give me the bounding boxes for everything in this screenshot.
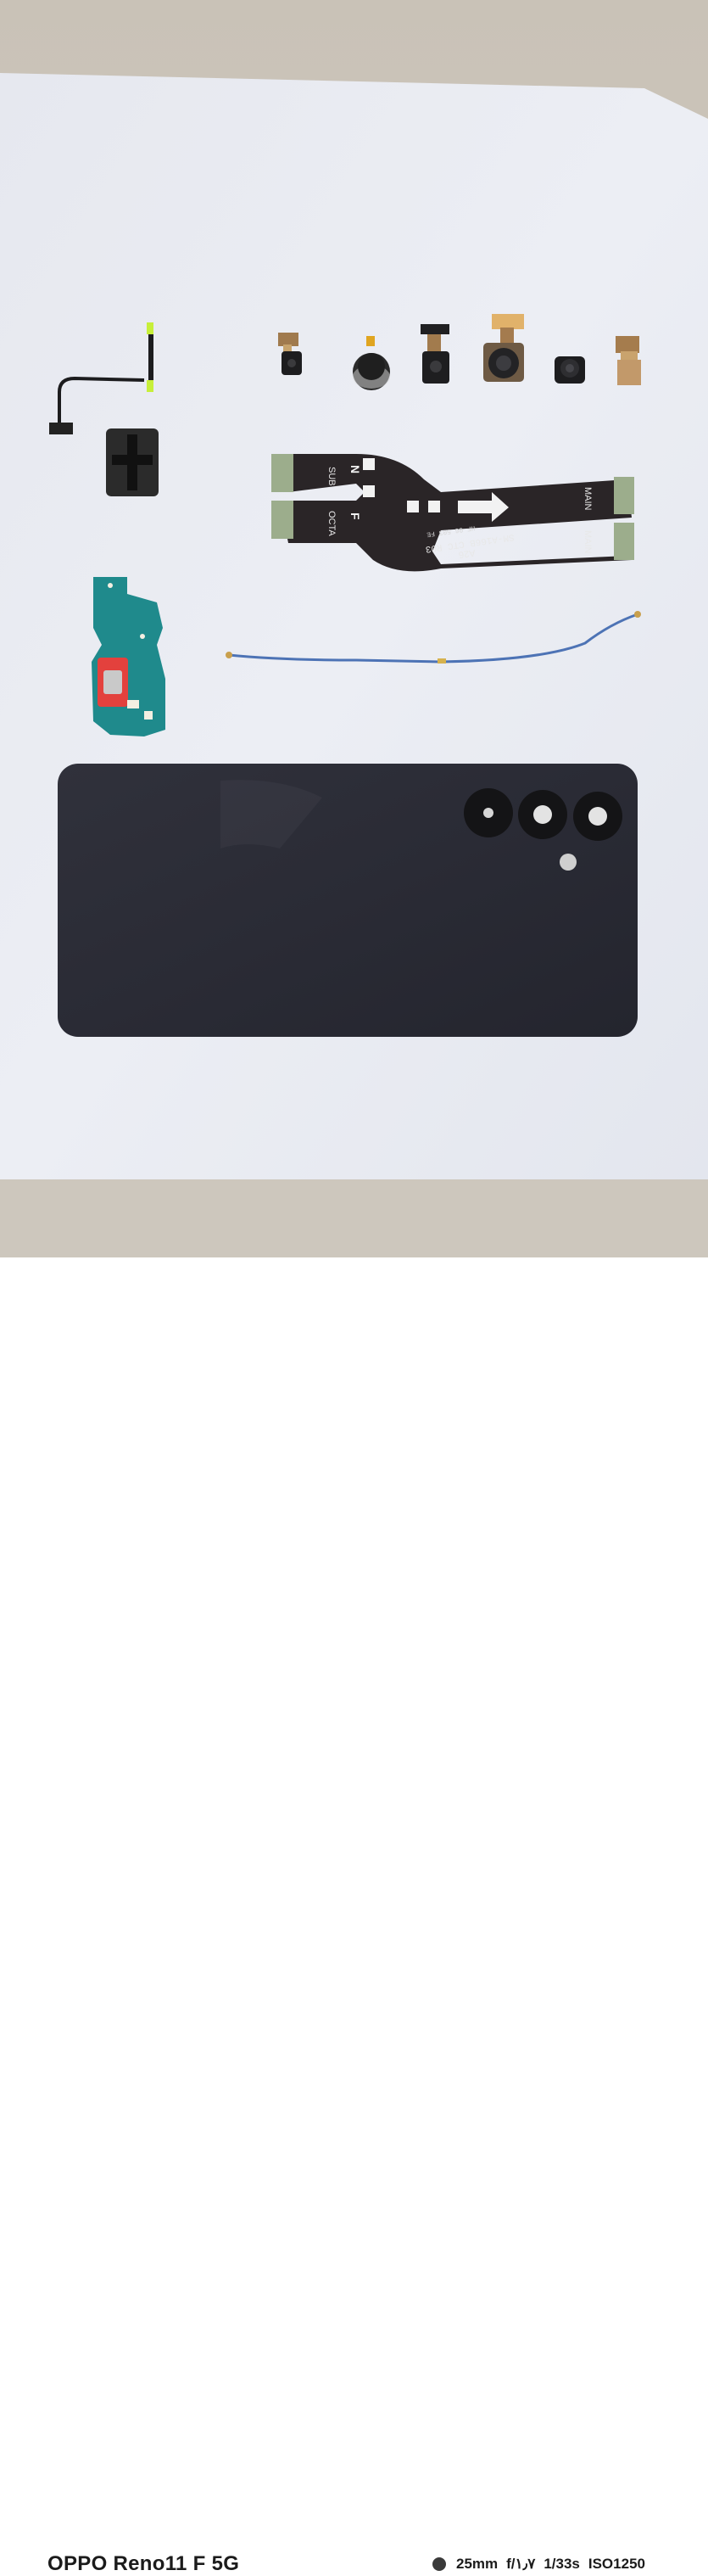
photo-watermark-footer: OPPO Reno11 F 5G 25mm f/۱٫۷ 1/33s ISO125… (0, 1257, 708, 2575)
antenna-cable (226, 611, 641, 664)
iso: ISO1250 (588, 2556, 645, 2572)
selfie-camera-module (616, 336, 641, 385)
flex-label-n: N (348, 465, 362, 473)
charging-port-board (92, 577, 165, 736)
earpiece-speaker (106, 428, 159, 496)
focal-length: 25mm (456, 2556, 499, 2572)
side-key-flex (49, 322, 153, 434)
flex-label-main-top: MAIN (583, 487, 593, 511)
exif-info: 25mm f/۱٫۷ 1/33s ISO1250 (432, 2556, 645, 2573)
photo: SUB N OCTA F MAIN MAIN SM-A166B CTC R03 … (0, 0, 708, 1257)
main-camera-module (483, 314, 524, 382)
flex-label-f: F (348, 512, 362, 520)
flex-label-octa: OCTA (326, 511, 337, 536)
vibration-motor (353, 336, 390, 390)
flex-label-sub: SUB (326, 467, 337, 486)
aperture: f/۱٫۷ (506, 2556, 536, 2572)
flash-window (560, 854, 577, 871)
lens-dot-icon (432, 2557, 446, 2571)
device-name: OPPO Reno11 F 5G (47, 2552, 240, 2575)
front-camera-module (278, 333, 302, 375)
phone-back-cover (58, 764, 638, 1037)
floor-shadow (0, 1179, 708, 1257)
flex-label-main-bottom: MAIN (583, 530, 593, 554)
depth-camera-module (421, 324, 449, 384)
ultrawide-camera-module (555, 356, 585, 384)
main-flex-cable: SUB N OCTA F MAIN MAIN SM-A166B CTC R03 … (271, 454, 634, 572)
shutter-speed: 1/33s (544, 2556, 580, 2572)
flex-label-model: A26 (458, 547, 476, 560)
